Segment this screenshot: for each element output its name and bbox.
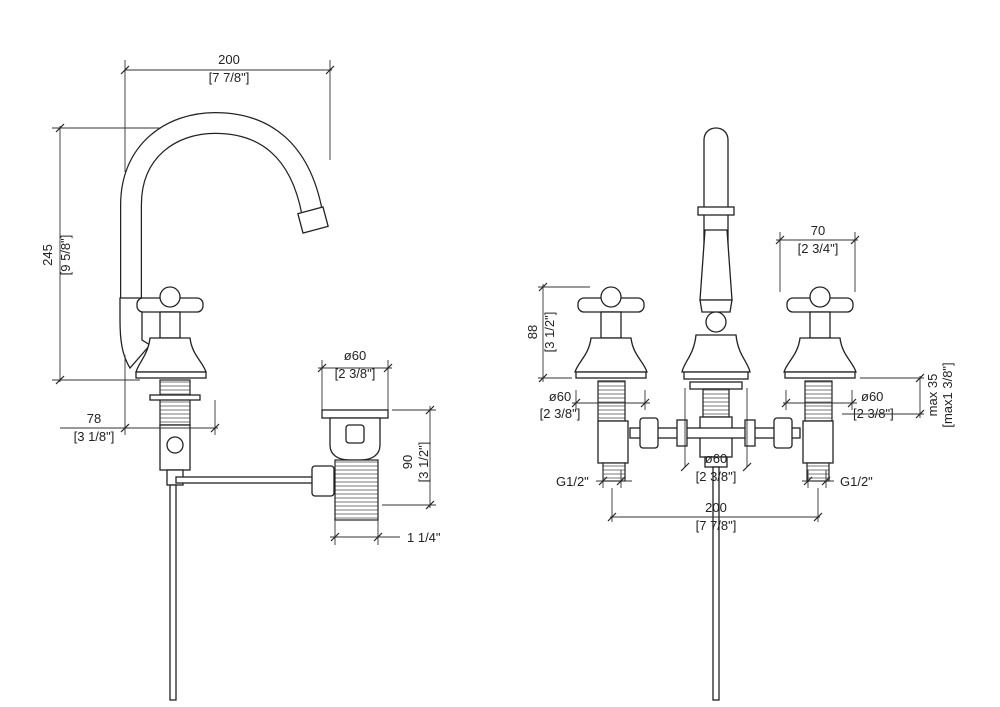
dimension-handle-height: 88 [3 1/2"] bbox=[525, 282, 590, 383]
dimension-spout-offset: 78 [3 1/8"] bbox=[60, 355, 220, 444]
side-view-faucet bbox=[119, 111, 329, 701]
dimension-waste-diameter: ø60 [2 3/8"] bbox=[317, 348, 393, 410]
dim-value-inch: [2 3/8"] bbox=[540, 406, 581, 421]
dim-value-inch: [3 1/2"] bbox=[416, 442, 431, 483]
dimension-handle-width: 70 [2 3/4"] bbox=[775, 223, 860, 292]
dim-value: ø60 bbox=[549, 389, 571, 404]
faucet-body bbox=[119, 297, 151, 370]
dim-value: max 35 bbox=[925, 374, 940, 417]
pull-rod bbox=[175, 476, 317, 484]
dimension-left-connection: G1/2" bbox=[556, 470, 632, 489]
dimension-deck-thickness: max 35 [max1 3/8"] bbox=[842, 362, 955, 428]
dim-value: ø60 bbox=[344, 348, 366, 363]
dim-value-inch: [2 3/8"] bbox=[696, 469, 737, 484]
dim-value: 1 1/4" bbox=[407, 530, 441, 545]
dimension-right-connection: G1/2" bbox=[802, 470, 873, 489]
dim-value-inch: [max1 3/8"] bbox=[940, 362, 955, 427]
dim-value-inch: [7 7/8"] bbox=[696, 518, 737, 533]
dimension-waste-thread: 1 1/4" bbox=[330, 520, 441, 545]
threaded-shank bbox=[159, 379, 191, 426]
dim-value: 245 bbox=[40, 244, 55, 266]
dimension-spout-reach: 200 [7 7/8"] bbox=[120, 52, 335, 172]
dimension-left-valve-diameter: ø60 [2 3/8"] bbox=[540, 389, 650, 421]
waste-assembly bbox=[311, 409, 389, 521]
dimension-spout-base-diameter: ø60 [2 3/8"] bbox=[680, 388, 752, 484]
dim-value: G1/2" bbox=[840, 474, 873, 489]
dim-value: ø60 bbox=[861, 389, 883, 404]
spout-nozzle bbox=[297, 206, 329, 234]
dim-value: 88 bbox=[525, 325, 540, 339]
dimension-centers: 200 [7 7/8"] bbox=[607, 488, 823, 533]
dim-value: 70 bbox=[811, 223, 825, 238]
dim-value: ø60 bbox=[705, 451, 727, 466]
connecting-pipe bbox=[629, 427, 801, 439]
dimension-waste-height: 90 [3 1/2"] bbox=[382, 405, 436, 510]
dim-value-inch: [3 1/8"] bbox=[74, 429, 115, 444]
dim-value: 78 bbox=[87, 411, 101, 426]
drain-rod bbox=[169, 484, 177, 701]
dim-value-inch: [7 7/8"] bbox=[209, 70, 250, 85]
handle-knob bbox=[159, 286, 181, 308]
dimension-right-valve-diameter: ø60 [2 3/8"] bbox=[781, 389, 894, 421]
dim-value: 200 bbox=[218, 52, 240, 67]
dim-value-inch: [3 1/2"] bbox=[542, 312, 557, 353]
front-view-faucet bbox=[629, 127, 801, 701]
left-valve bbox=[574, 286, 648, 482]
dim-value-inch: [2 3/4"] bbox=[798, 241, 839, 256]
dim-value: 200 bbox=[705, 500, 727, 515]
dim-value-inch: [2 3/8"] bbox=[335, 366, 376, 381]
dim-value: 90 bbox=[400, 455, 415, 469]
dim-value-inch: [9 5/8"] bbox=[58, 235, 73, 276]
dim-value-inch: [2 3/8"] bbox=[853, 406, 894, 421]
drain-rod bbox=[712, 466, 720, 701]
dim-value: G1/2" bbox=[556, 474, 589, 489]
right-valve bbox=[783, 286, 857, 482]
